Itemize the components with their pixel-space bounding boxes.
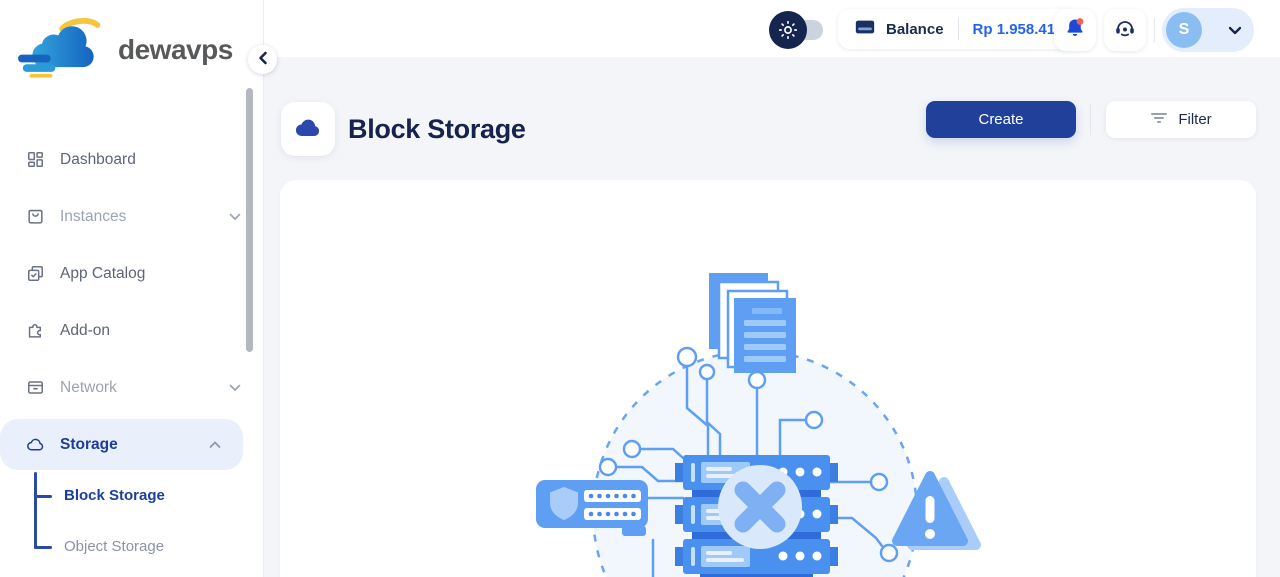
brand-name: dewavps <box>118 33 233 65</box>
page-title: Block Storage <box>348 114 526 144</box>
sidebar: dewavps Dashboard I <box>0 0 264 577</box>
sidebar-subitem-object-storage[interactable]: Object Storage <box>64 538 165 555</box>
sidebar-item-label: Add-on <box>60 321 110 339</box>
sidebar-subitem-block-storage[interactable]: Block Storage <box>64 487 165 504</box>
chevron-up-icon <box>209 440 221 449</box>
warning-triangle-icon <box>892 471 981 550</box>
balance-amount: Rp 1.958.417 <box>972 20 1064 38</box>
sidebar-item-label: Instances <box>60 207 127 225</box>
sidebar-collapse-button[interactable] <box>248 45 277 74</box>
instances-bag-icon <box>26 207 45 226</box>
dark-mode-toggle[interactable] <box>769 10 825 50</box>
sidebar-item-instances[interactable]: Instances <box>0 188 263 245</box>
submenu-tree-branch <box>34 546 52 549</box>
bell-icon <box>1063 16 1087 45</box>
sun-icon <box>769 11 807 49</box>
sidebar-item-add-on[interactable]: Add-on <box>0 302 263 359</box>
storage-cloud-icon <box>26 435 45 454</box>
sidebar-item-label: Dashboard <box>60 150 136 168</box>
app-catalog-icon <box>26 264 45 283</box>
divider <box>1154 18 1155 42</box>
page-cloud-icon <box>281 102 335 156</box>
submenu-tree-line <box>34 472 37 549</box>
filter-label: Filter <box>1178 111 1212 128</box>
sidebar-item-dashboard[interactable]: Dashboard <box>0 131 263 188</box>
notifications-button[interactable] <box>1054 9 1096 51</box>
circuit-lines <box>614 364 884 577</box>
balance-label: Balance <box>886 20 944 38</box>
sidebar-item-label: Storage <box>60 435 118 453</box>
shield-server-illustration <box>536 480 648 536</box>
filter-button[interactable]: Filter <box>1106 101 1256 138</box>
divider <box>1090 104 1091 135</box>
support-button[interactable] <box>1104 9 1146 51</box>
sidebar-item-label: App Catalog <box>60 264 146 282</box>
avatar: S <box>1166 12 1202 48</box>
cloud-logo-icon <box>18 14 110 85</box>
main-content: Block Storage Create Filter <box>264 57 1280 577</box>
chevron-left-icon <box>258 51 268 68</box>
sidebar-nav: Dashboard Instances <box>0 131 263 473</box>
chevron-down-icon <box>1228 26 1242 35</box>
divider <box>957 18 959 40</box>
content-card <box>280 180 1256 577</box>
submenu-tree-branch <box>34 495 52 498</box>
create-button[interactable]: Create <box>926 101 1076 138</box>
error-cross-icon <box>718 465 802 549</box>
documents-illustration <box>709 273 796 373</box>
chevron-down-icon <box>229 384 241 392</box>
puzzle-icon <box>26 321 45 340</box>
empty-state-illustration <box>536 273 981 577</box>
network-box-icon <box>26 378 45 397</box>
circuit-nodes <box>598 346 899 563</box>
brand-logo[interactable]: dewavps <box>18 14 233 85</box>
sidebar-item-app-catalog[interactable]: App Catalog <box>0 245 263 302</box>
account-menu[interactable]: S <box>1162 8 1254 52</box>
topbar: Balance Rp 1.958.417 <box>264 0 1280 57</box>
sidebar-item-network[interactable]: Network <box>0 359 263 416</box>
dashboard-grid-icon <box>26 150 45 169</box>
credit-card-icon <box>854 16 876 43</box>
sidebar-item-label: Network <box>60 378 117 396</box>
sidebar-item-storage[interactable]: Storage <box>0 419 243 470</box>
filter-icon <box>1150 112 1168 127</box>
balance-widget[interactable]: Balance Rp 1.958.417 <box>838 9 1080 49</box>
headset-icon <box>1113 16 1137 45</box>
sidebar-scrollbar[interactable] <box>246 88 253 352</box>
chevron-down-icon <box>229 213 241 221</box>
